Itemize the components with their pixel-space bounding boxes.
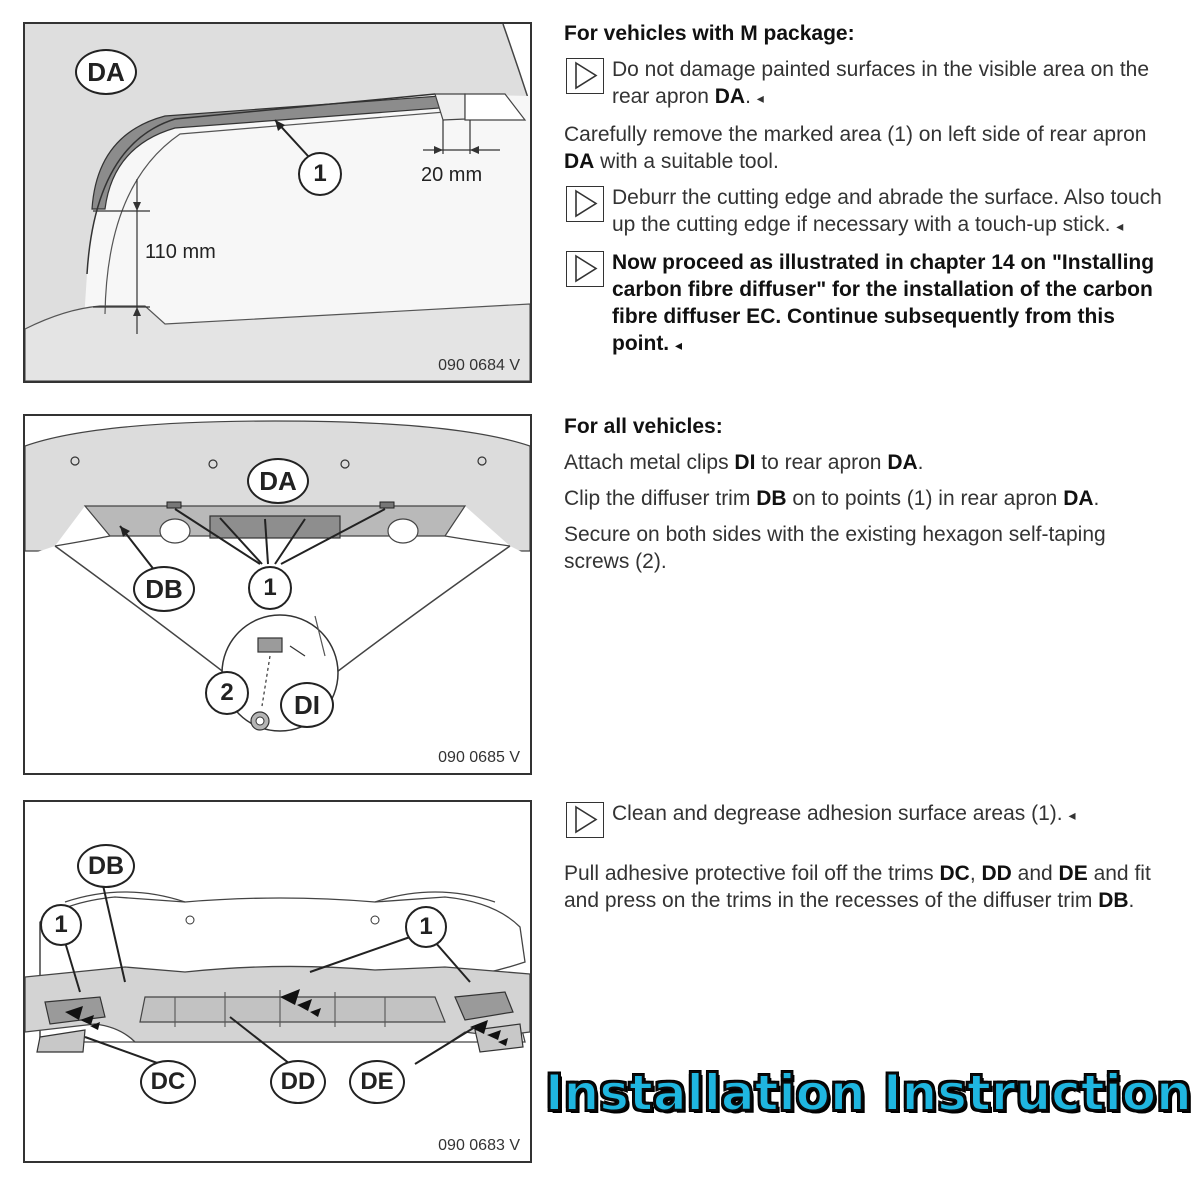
paragraph-bold: DA	[1063, 487, 1094, 510]
paragraph-text: Pull adhesive protective foil off the tr…	[564, 862, 940, 885]
callout-db: DB	[133, 566, 195, 612]
trim-adhesion-diagram	[25, 871, 530, 1065]
paragraph-text: on to points (1) in rear apron	[786, 487, 1064, 510]
callout-1-left: 1	[40, 904, 82, 946]
play-triangle-icon	[566, 186, 604, 222]
section-heading: For all vehicles:	[564, 415, 723, 438]
figure-rear-apron-cut-area: DA 1 20 mm 110 mm 090 0684 V	[23, 22, 532, 383]
dimension-110mm-label: 110 mm	[145, 241, 216, 263]
callout-dd: DD	[270, 1060, 326, 1104]
end-mark-icon: ◂	[1068, 807, 1076, 823]
note-bold: DA	[714, 85, 746, 108]
paragraph-text-end: with a suitable tool.	[594, 150, 779, 173]
paragraph-text: Attach metal clips	[564, 451, 735, 474]
note-paragraph: Now proceed as illustrated in chapter 14…	[564, 249, 1174, 359]
play-triangle-icon	[566, 802, 604, 838]
play-triangle-icon	[566, 58, 604, 94]
note-text: Clean and degrease adhesion surface area…	[612, 802, 1063, 825]
instruction-paragraph: Attach metal clips DI to rear apron DA.	[564, 449, 1174, 476]
callout-di: DI	[280, 682, 334, 728]
paragraph-text: ,	[969, 862, 982, 885]
paragraph-text: to rear apron	[755, 451, 888, 474]
callout-1: 1	[248, 566, 292, 610]
paragraph-bold: DE	[1058, 862, 1088, 885]
callout-1-right: 1	[405, 906, 447, 948]
callout-1: 1	[298, 152, 342, 196]
callout-da: DA	[247, 458, 309, 504]
note-text: Deburr the cutting edge and abrade the s…	[612, 186, 1162, 236]
callout-db: DB	[77, 844, 135, 888]
callout-dc: DC	[140, 1060, 196, 1104]
paragraph-bold: DA	[564, 150, 595, 173]
figure-trim-adhesion: DB 1 1 DC DD DE 090 0683 V	[23, 800, 532, 1163]
paragraph-bold: DB	[1098, 889, 1129, 912]
paragraph-text-end: .	[1128, 889, 1135, 912]
paragraph-text-end: .	[917, 451, 924, 474]
note-text-end: .	[745, 85, 751, 108]
instruction-paragraph: Clip the diffuser trim DB on to points (…	[564, 485, 1174, 512]
end-mark-icon: ◂	[675, 337, 683, 353]
end-mark-icon: ◂	[1116, 218, 1124, 234]
paragraph-text: Carefully remove the marked area (1) on …	[564, 123, 1147, 146]
paragraph-text: Clip the diffuser trim	[564, 487, 757, 510]
paragraph-bold: DD	[981, 862, 1012, 885]
callout-de: DE	[349, 1060, 405, 1104]
section-m-package: For vehicles with M package: Do not dama…	[564, 20, 1174, 368]
callout-da: DA	[75, 49, 137, 95]
end-mark-icon: ◂	[756, 90, 764, 106]
section-heading: For vehicles with M package:	[564, 22, 855, 45]
figure-code: 090 0683 V	[438, 1137, 520, 1154]
paragraph-text-end: .	[1093, 487, 1100, 510]
instruction-paragraph: Secure on both sides with the existing h…	[564, 523, 1106, 573]
instruction-paragraph: Carefully remove the marked area (1) on …	[564, 121, 1174, 175]
dimension-20mm-label: 20 mm	[421, 164, 483, 186]
paragraph-text: and fit and press on the trims in the re…	[564, 862, 1151, 912]
rear-apron-cut-diagram	[25, 24, 530, 381]
paragraph-bold: DA	[887, 451, 918, 474]
instruction-paragraph: Pull adhesive protective foil off the tr…	[564, 860, 1174, 914]
section-trim-adhesion: Clean and degrease adhesion surface area…	[564, 800, 1174, 923]
installation-instruction-banner: Installation Instruction	[544, 1063, 1193, 1123]
play-triangle-icon	[566, 251, 604, 287]
note-paragraph: Do not damage painted surfaces in the vi…	[564, 56, 1174, 112]
figure-diffuser-clip-mount: DA DB 1 2 DI 090 0685 V	[23, 414, 532, 775]
figure-code: 090 0685 V	[438, 749, 520, 766]
figure-code: 090 0684 V	[438, 357, 520, 374]
note-paragraph: Deburr the cutting edge and abrade the s…	[564, 184, 1174, 240]
note-paragraph: Clean and degrease adhesion surface area…	[564, 800, 1174, 840]
callout-2: 2	[205, 671, 249, 715]
paragraph-bold: DC	[939, 862, 970, 885]
section-all-vehicles: For all vehicles: Attach metal clips DI …	[564, 413, 1174, 584]
paragraph-bold: DI	[734, 451, 756, 474]
note-bold-text: Now proceed as illustrated in chapter 14…	[612, 251, 1155, 355]
note-text: Do not damage painted surfaces in the vi…	[612, 58, 1150, 108]
paragraph-text: and	[1011, 862, 1059, 885]
paragraph-bold: DB	[756, 487, 787, 510]
